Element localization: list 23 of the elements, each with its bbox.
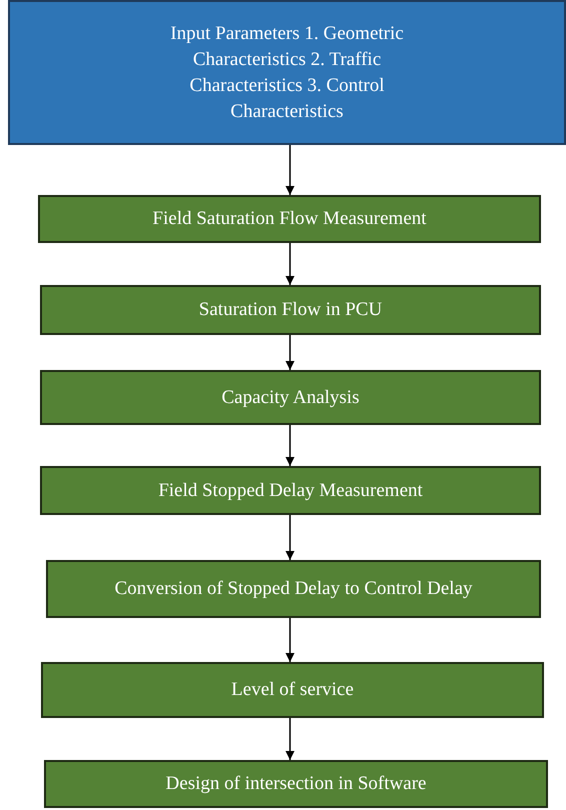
process-box: [8, 0, 566, 145]
process-box: [40, 466, 541, 515]
box-text: Field Saturation Flow Measurement: [152, 208, 426, 230]
box-text: Input Parameters 1. Geometric Characteristics 2. Traffic Characteristics 3. Control Characteristics: [169, 22, 405, 124]
box-text: Level of service: [231, 679, 354, 701]
box-text: Saturation Flow in PCU: [198, 299, 382, 321]
arrow: [286, 425, 294, 466]
arrow: [286, 243, 294, 285]
box-text: Design of intersection in Software: [166, 773, 426, 795]
arrow: [286, 515, 294, 560]
process-box: [44, 760, 548, 808]
box-text: Capacity Analysis: [222, 386, 360, 408]
process-box: [46, 560, 541, 618]
process-box: [41, 662, 544, 718]
arrow: [286, 718, 294, 760]
box-text: Conversion of Stopped Delay to Control Delay: [114, 578, 472, 600]
arrow: [286, 145, 294, 195]
process-box: [40, 285, 541, 335]
arrow: [286, 618, 294, 662]
box-text: Field Stopped Delay Measurement: [158, 480, 423, 502]
arrow: [286, 335, 294, 370]
process-box: [38, 195, 541, 243]
process-box: [40, 370, 541, 425]
